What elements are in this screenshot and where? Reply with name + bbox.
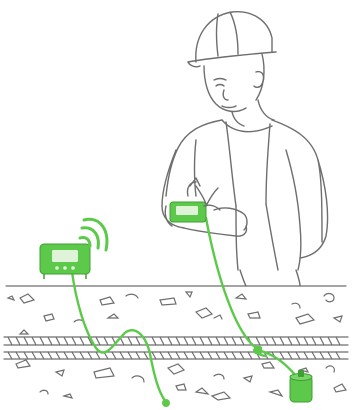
handheld-reader-icon bbox=[170, 202, 206, 222]
rebar-clip bbox=[254, 346, 262, 354]
probe-tip-icon bbox=[162, 399, 170, 407]
rebar-icon bbox=[4, 337, 348, 359]
wireless-data-logger-icon bbox=[40, 244, 90, 279]
construction-worker-illustration bbox=[162, 12, 328, 286]
cylindrical-sensor-icon bbox=[290, 370, 312, 402]
